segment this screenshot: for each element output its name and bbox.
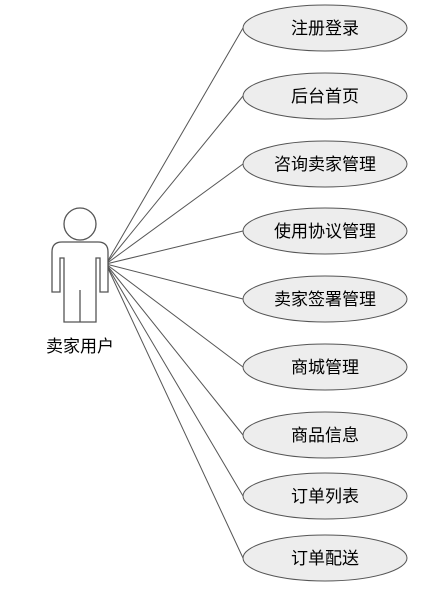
use-case-ellipse bbox=[242, 534, 408, 582]
association-line-order-list bbox=[105, 263, 244, 497]
use-case-label: 卖家签署管理 bbox=[274, 290, 376, 310]
use-case-ellipse bbox=[242, 207, 408, 255]
use-case-register-login: 注册登录 bbox=[242, 4, 408, 52]
association-line-register-login bbox=[105, 27, 244, 265]
use-case-label: 后台首页 bbox=[291, 87, 359, 107]
use-case-ellipse bbox=[242, 140, 408, 188]
association-lines bbox=[105, 27, 244, 559]
use-case-label: 商品信息 bbox=[291, 426, 359, 446]
actor-head bbox=[63, 207, 97, 241]
association-line-backend-home bbox=[105, 95, 244, 265]
seller-actor: 卖家用户 bbox=[46, 207, 114, 357]
use-case-ellipse bbox=[242, 275, 408, 323]
use-case-usage-agreement-manage: 使用协议管理 bbox=[242, 207, 408, 255]
actor-body bbox=[51, 241, 109, 323]
use-case-ellipse bbox=[242, 411, 408, 459]
association-line-product-info bbox=[105, 263, 244, 436]
association-line-usage-agreement-manage bbox=[105, 230, 244, 265]
use-case-label: 订单配送 bbox=[291, 549, 359, 569]
use-case-order-list: 订单列表 bbox=[242, 472, 408, 520]
use-case-backend-home: 后台首页 bbox=[242, 72, 408, 120]
use-case-product-info: 商品信息 bbox=[242, 411, 408, 459]
use-case-ellipse bbox=[242, 472, 408, 520]
use-case-ellipse bbox=[242, 4, 408, 52]
use-case-label: 商城管理 bbox=[291, 358, 359, 378]
use-case-label: 咨询卖家管理 bbox=[274, 155, 376, 175]
actor-label: 卖家用户 bbox=[46, 337, 114, 357]
use-case-label: 订单列表 bbox=[291, 487, 359, 507]
use-case-ellipse bbox=[242, 343, 408, 391]
use-case-order-delivery: 订单配送 bbox=[242, 534, 408, 582]
association-line-order-delivery bbox=[105, 263, 244, 559]
association-line-consult-seller-manage bbox=[105, 163, 244, 265]
use-case-label: 注册登录 bbox=[291, 19, 359, 39]
use-case-label: 使用协议管理 bbox=[274, 221, 376, 242]
use-case-seller-sign-manage: 卖家签署管理 bbox=[242, 275, 408, 323]
use-case-ellipse bbox=[242, 72, 408, 120]
use-case-consult-seller-manage: 咨询卖家管理 bbox=[242, 140, 408, 188]
association-line-seller-sign-manage bbox=[105, 263, 244, 300]
use-case-list: 注册登录后台首页咨询卖家管理使用协议管理卖家签署管理商城管理商品信息订单列表订单… bbox=[242, 4, 408, 582]
use-case-mall-manage: 商城管理 bbox=[242, 343, 408, 391]
association-line-mall-manage bbox=[105, 263, 244, 368]
